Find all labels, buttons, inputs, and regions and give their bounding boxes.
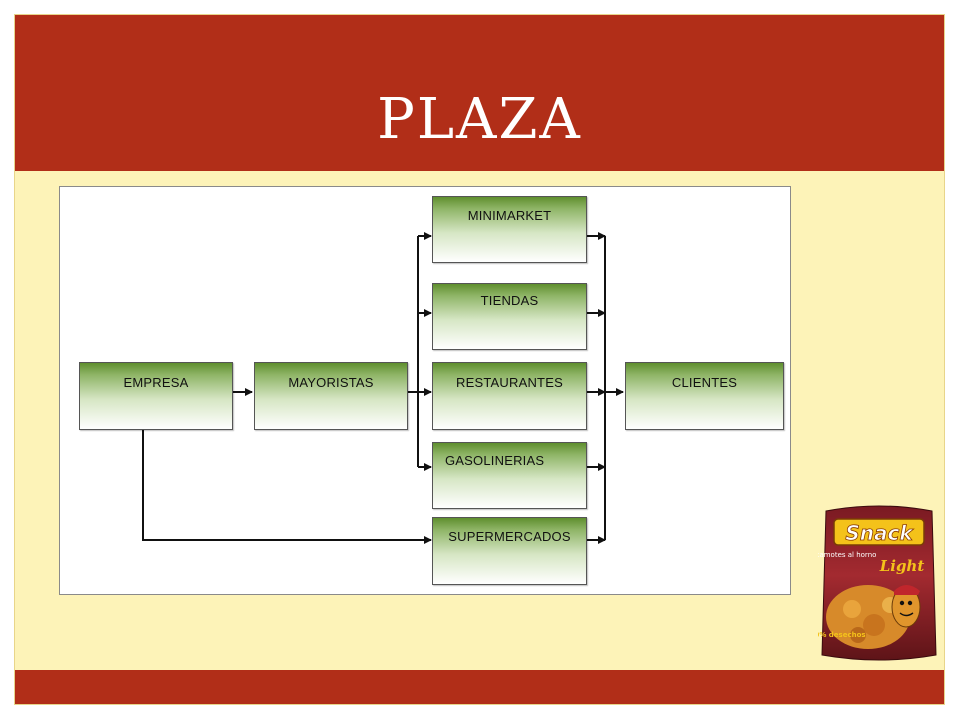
node-mayoristas: MAYORISTAS	[254, 362, 408, 430]
node-restaurantes: RESTAURANTES	[432, 362, 587, 430]
footer-band	[15, 670, 944, 704]
node-minimarket: MINIMARKET	[432, 196, 587, 263]
node-label: CLIENTES	[671, 375, 738, 390]
node-label: MAYORISTAS	[288, 375, 374, 390]
node-supermercados: SUPERMERCADOS	[432, 517, 587, 585]
node-clientes: CLIENTES	[625, 362, 784, 430]
mascot-cap-icon	[894, 585, 920, 595]
header-divider	[15, 171, 944, 173]
brand-plate	[833, 518, 925, 546]
connector-empresa-supermercados	[142, 429, 432, 544]
logo-brand: Snack	[845, 521, 914, 545]
logo-badge: 0% desechos	[818, 631, 866, 639]
node-empresa: EMPRESA	[79, 362, 233, 430]
node-label: SUPERMERCADOS	[448, 529, 571, 544]
node-label: EMPRESA	[123, 375, 189, 390]
header-band	[15, 15, 944, 172]
node-gasolinerias: GASOLINERIAS	[432, 442, 587, 509]
node-label: GASOLINERIAS	[445, 453, 545, 468]
node-tiendas: TIENDAS	[432, 283, 587, 350]
slide-title: PLAZA	[377, 87, 582, 152]
logo-subtitle: Light	[879, 557, 925, 575]
node-label: TIENDAS	[480, 293, 539, 308]
diagram-connectors	[142, 232, 624, 544]
logo-tagline: camotes al horno	[818, 551, 876, 559]
node-label: MINIMARKET	[467, 208, 552, 223]
snack-light-logo: Snack Light camotes al horno 0% desechos	[818, 505, 937, 661]
node-label: RESTAURANTES	[456, 375, 563, 390]
